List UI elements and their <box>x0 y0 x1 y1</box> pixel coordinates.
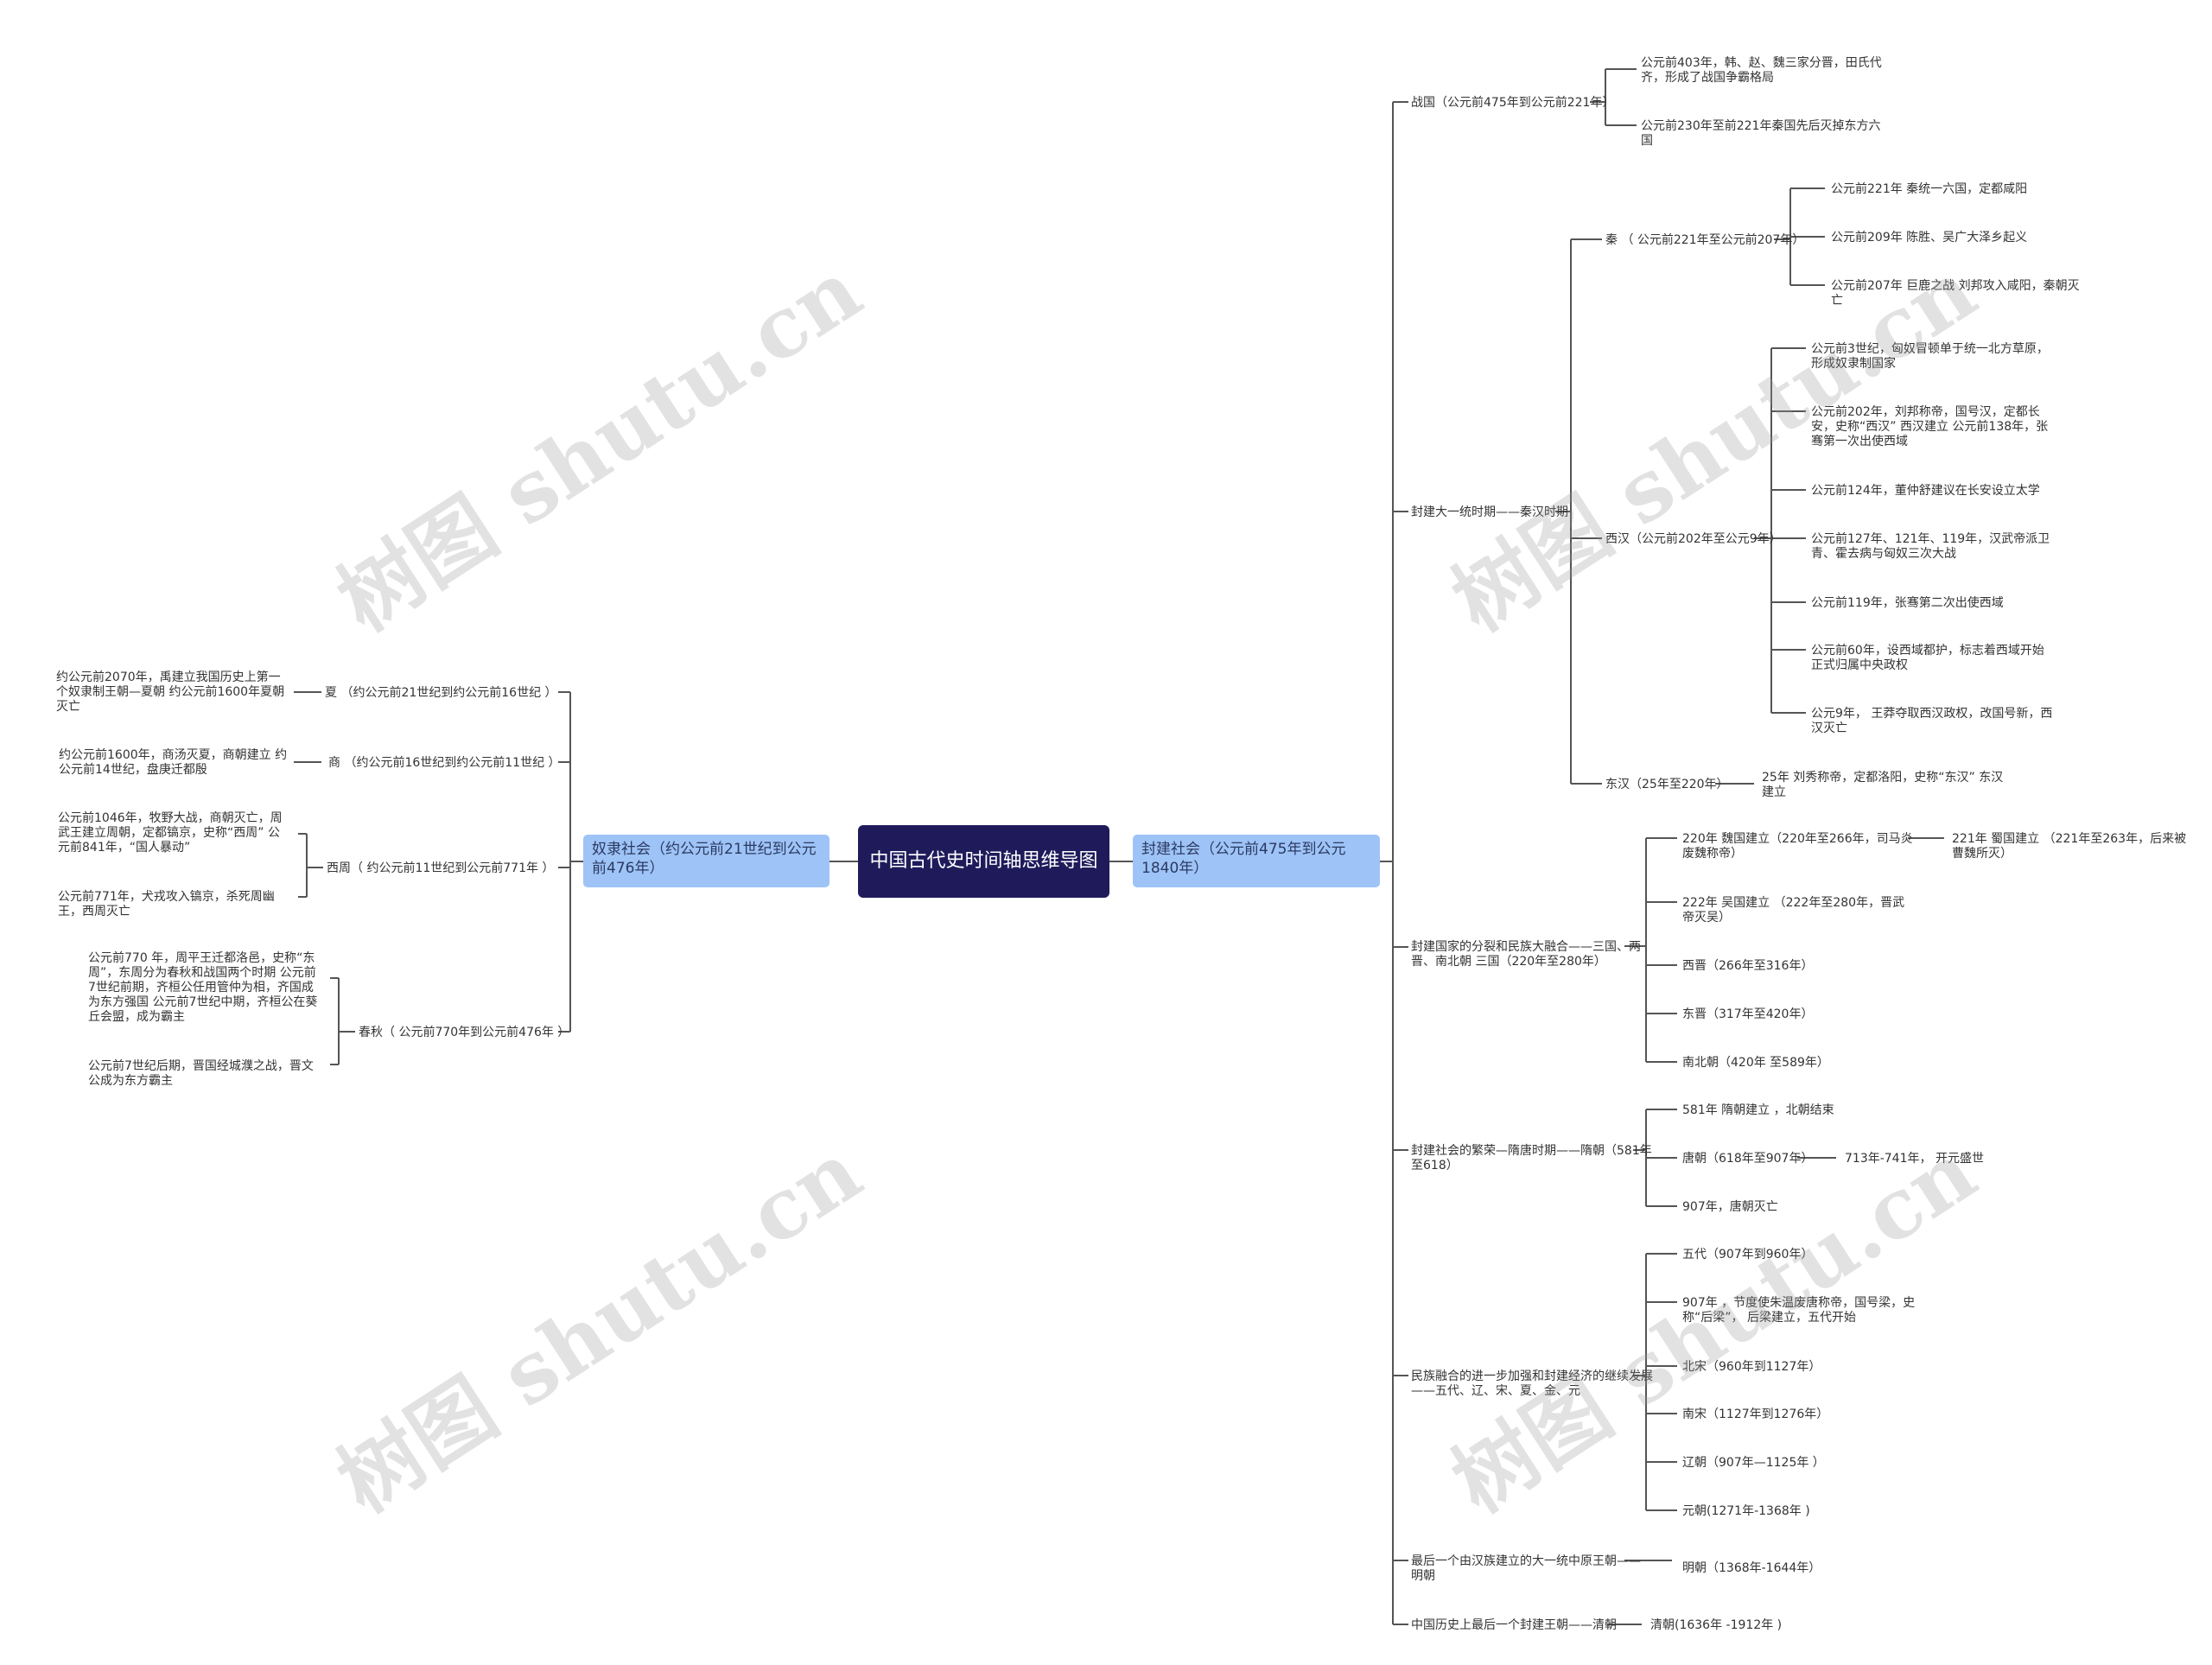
event-qin-2[interactable]: 公元前209年 陈胜、吴广大泽乡起义 <box>1831 231 2028 245</box>
branch-slave-society[interactable]: 奴隶社会（约公元前21世纪到公元前476年） <box>583 835 830 887</box>
node-tang[interactable]: 唐朝（618年至907年） <box>1682 1152 1814 1166</box>
event-xia-1[interactable]: 约公元前2070年，禹建立我国历史上第一个奴隶制王朝—夏朝 约公元前1600年夏… <box>56 670 285 714</box>
node-ming-dates[interactable]: 明朝（1368年-1644年） <box>1682 1561 1821 1575</box>
event-whan-6[interactable]: 公元前60年，设西域都护，标志着西域开始正式归属中央政权 <box>1811 644 2044 672</box>
node-liao[interactable]: 辽朝（907年—1125年 ） <box>1682 1456 1825 1470</box>
node-spring-autumn[interactable]: 春秋（ 公元前770年到公元前476年 ） <box>359 1026 570 1039</box>
node-warring-states[interactable]: 战国（公元前475年到公元前221年） <box>1411 96 1615 110</box>
event-whan-1[interactable]: 公元前3世纪，匈奴冒顿单于统一北方草原，形成奴隶制国家 <box>1811 342 2049 371</box>
event-whan-4[interactable]: 公元前127年、121年、119年，汉武帝派卫青、霍去病与匈奴三次大战 <box>1811 532 2050 561</box>
node-qing[interactable]: 中国历史上最后一个封建王朝——清朝 <box>1411 1618 1617 1632</box>
node-wu[interactable]: 222年 吴国建立 （222年至280年，晋武帝灭吴） <box>1682 896 1905 925</box>
node-five-dynasties[interactable]: 五代（907年到960年） <box>1682 1248 1814 1261</box>
node-shu[interactable]: 221年 蜀国建立 （221年至263年，后来被曹魏所灭） <box>1952 832 2187 861</box>
event-whan-2[interactable]: 公元前202年，刘邦称帝，国号汉，定都长安，史称“西汉” 西汉建立 公元前138… <box>1811 405 2049 448</box>
branch-feudal-society[interactable]: 封建社会（公元前475年到公元1840年） <box>1133 835 1380 887</box>
root-node[interactable]: 中国古代史时间轴思维导图 <box>858 825 1109 898</box>
event-whan-3[interactable]: 公元前124年，董仲舒建议在长安设立太学 <box>1811 484 2040 498</box>
node-eastern-jin[interactable]: 东晋（317年至420年） <box>1682 1007 1814 1021</box>
node-tang-end[interactable]: 907年，唐朝灭亡 <box>1682 1200 1778 1214</box>
node-western-han[interactable]: 西汉（公元前202年至公元9年） <box>1605 532 1782 546</box>
node-sui-founded[interactable]: 581年 隋朝建立 ，北朝结束 <box>1682 1103 1834 1117</box>
node-qing-dates[interactable]: 清朝(1636年 -1912年 ) <box>1650 1618 1783 1632</box>
node-xia[interactable]: 夏 （约公元前21世纪到约公元前16世纪 ） <box>325 686 557 700</box>
node-ming[interactable]: 最后一个由汉族建立的大一统中原王朝——明朝 <box>1411 1554 1641 1583</box>
event-ws-2[interactable]: 公元前230年至前221年秦国先后灭掉东方六国 <box>1641 119 1881 148</box>
event-spring-1[interactable]: 公元前770 年，周平王迁都洛邑，史称“东周”，东周分为春秋和战国两个时期 公元… <box>88 951 318 1024</box>
node-song-yuan[interactable]: 民族融合的进一步加强和封建经济的继续发展——五代、辽、宋、夏、金、元 <box>1411 1369 1653 1398</box>
node-later-liang[interactable]: 907年 ，节度使朱温废唐称帝，国号梁，史称“后梁”， 后梁建立，五代开始 <box>1682 1296 1916 1325</box>
event-ws-1[interactable]: 公元前403年，韩、赵、魏三家分晋，田氏代齐，形成了战国争霸格局 <box>1641 56 1882 85</box>
node-eastern-han[interactable]: 东汉（25年至220年） <box>1605 778 1729 791</box>
node-qin-han[interactable]: 封建大一统时期——秦汉时期 <box>1411 505 1568 519</box>
node-southern-song[interactable]: 南宋（1127年到1276年） <box>1682 1408 1829 1421</box>
event-whan-5[interactable]: 公元前119年，张骞第二次出使西域 <box>1811 596 2004 610</box>
event-qin-3[interactable]: 公元前207年 巨鹿之战 刘邦攻入咸阳，秦朝灭亡 <box>1831 279 2080 308</box>
node-northern-song[interactable]: 北宋（960年到1127年） <box>1682 1360 1821 1374</box>
event-shang-1[interactable]: 约公元前1600年，商汤灭夏，商朝建立 约公元前14世纪，盘庚迁都殷 <box>59 748 288 777</box>
event-whan-7[interactable]: 公元9年， 王莽夺取西汉政权，改国号新，西汉灭亡 <box>1811 707 2053 735</box>
event-wzhou-2[interactable]: 公元前771年，犬戎攻入镐京，杀死周幽王，西周灭亡 <box>58 890 275 918</box>
node-southern-northern[interactable]: 南北朝（420年 至589年） <box>1682 1056 1829 1070</box>
node-kaiyuan[interactable]: 713年-741年， 开元盛世 <box>1845 1152 1984 1166</box>
node-qin[interactable]: 秦 （ 公元前221年至公元前207年） <box>1605 233 1805 247</box>
node-shang[interactable]: 商 （约公元前16世纪到约公元前11世纪 ） <box>328 756 561 770</box>
node-yuan[interactable]: 元朝(1271年-1368年 ) <box>1682 1504 1810 1518</box>
node-sui-tang[interactable]: 封建社会的繁荣—隋唐时期——隋朝（581年至618） <box>1411 1144 1652 1172</box>
event-wzhou-1[interactable]: 公元前1046年，牧野大战，商朝灭亡，周武王建立周朝，定都镐京，史称“西周” 公… <box>58 811 283 855</box>
event-qin-1[interactable]: 公元前221年 秦统一六国，定都咸阳 <box>1831 182 2028 196</box>
event-spring-2[interactable]: 公元前7世纪后期，晋国经城濮之战，晋文公成为东方霸主 <box>88 1059 314 1088</box>
node-western-zhou[interactable]: 西周（ 约公元前11世纪到公元前771年 ） <box>327 861 555 875</box>
event-ehan-1[interactable]: 25年 刘秀称帝，定都洛阳，史称“东汉” 东汉建立 <box>1762 771 2004 799</box>
node-wei[interactable]: 220年 魏国建立（220年至266年，司马炎废魏称帝） <box>1682 832 1913 861</box>
node-division[interactable]: 封建国家的分裂和民族大融合——三国、两晋、南北朝 三国（220年至280年） <box>1411 940 1641 969</box>
node-western-jin[interactable]: 西晋（266年至316年） <box>1682 959 1814 973</box>
